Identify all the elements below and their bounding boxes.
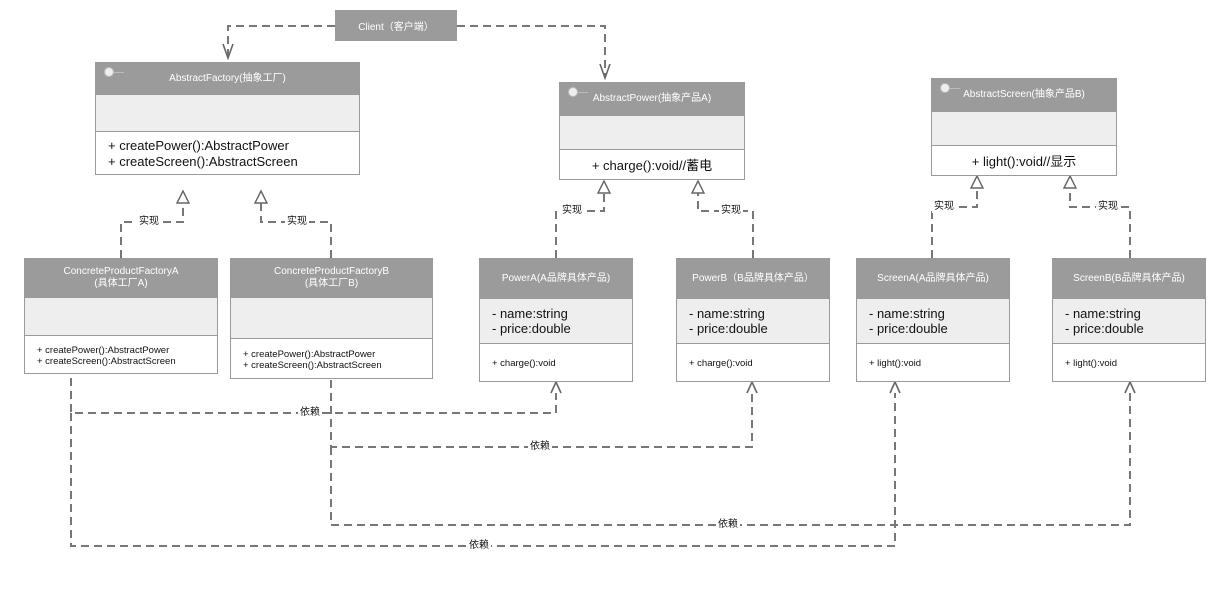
triangle-factoryB: [253, 189, 269, 204]
concrete-factory-b-class[interactable]: ConcreteProductFactoryB (具体工厂B) + create…: [230, 258, 433, 379]
class-title: ConcreteProductFactoryB: [273, 266, 390, 277]
client-node[interactable]: Client（客户端）: [335, 10, 457, 41]
class-toggle-icon: [568, 87, 588, 97]
depend-label: 依赖: [298, 407, 322, 419]
operations-section: + light():void: [1053, 344, 1205, 383]
operation: + charge():void: [689, 358, 753, 369]
attributes-section: - name:string - price:double: [677, 298, 829, 344]
operation: + createPower():AbstractPower: [37, 344, 170, 356]
factoryB-to-screenB-dependency: [330, 393, 1131, 526]
abstract-factory-class[interactable]: AbstractFactory(抽象工厂) + createPower():Ab…: [95, 62, 360, 175]
screenB-realize-link: [1069, 188, 1131, 258]
attributes-section: [25, 297, 217, 336]
operation: + charge():void: [492, 358, 556, 369]
attributes-section: [932, 111, 1116, 146]
operation: + light():void: [869, 358, 922, 369]
realize-label: 实现: [1096, 201, 1120, 213]
class-title: ConcreteProductFactoryA: [63, 266, 179, 277]
attribute: - price:double: [869, 321, 948, 336]
factoryB-realize-link: [260, 203, 332, 258]
operation: + createPower():AbstractPower: [243, 348, 376, 360]
class-toggle-icon: [940, 83, 960, 93]
triangle-powerB: [690, 179, 706, 194]
client-to-power-link: [457, 25, 606, 78]
triangle-factoryA: [175, 189, 191, 204]
class-title: AbstractScreen(抽象产品B): [963, 89, 1085, 100]
class-title: PowerA(A品牌具体产品): [501, 272, 611, 284]
screen-a-class[interactable]: ScreenA(A品牌具体产品) - name:string - price:d…: [856, 258, 1010, 382]
client-to-factory-link: [227, 25, 335, 58]
class-title: AbstractPower(抽象产品A): [592, 93, 712, 104]
attribute: - price:double: [689, 321, 768, 336]
powerA-realize-link: [555, 193, 605, 258]
class-title: AbstractFactory(抽象工厂): [169, 72, 286, 84]
operations-section: + createPower():AbstractPower + createSc…: [96, 132, 359, 176]
operations-section: + createPower():AbstractPower + createSc…: [25, 336, 217, 375]
triangle-screenA: [969, 174, 985, 189]
arrowhead-dep-screenA: [889, 380, 901, 394]
attributes-section: - name:string - price:double: [480, 298, 632, 344]
attributes-section: [231, 297, 432, 339]
realize-label: 实现: [719, 205, 743, 217]
class-subtitle: (具体工厂B): [304, 278, 359, 289]
attribute: - name:string: [689, 306, 765, 321]
class-title: PowerB（B品牌具体产品）: [692, 272, 814, 284]
operation: + createPower():AbstractPower: [108, 138, 289, 153]
operation: + light():void//显示: [971, 153, 1077, 169]
attribute: - name:string: [1065, 306, 1141, 321]
powerB-realize-link: [697, 193, 754, 258]
realize-label: 实现: [560, 205, 584, 217]
attribute: - price:double: [492, 321, 571, 336]
operations-section: + charge():void//蓄电: [560, 150, 744, 181]
abstract-screen-class[interactable]: AbstractScreen(抽象产品B) + light():void//显示: [931, 78, 1117, 176]
operations-section: + light():void//显示: [932, 146, 1116, 177]
attribute: - price:double: [1065, 321, 1144, 336]
class-title: ScreenB(B品牌具体产品): [1073, 272, 1185, 284]
screenA-realize-link: [931, 188, 978, 258]
depend-label: 依赖: [467, 540, 491, 552]
operation: + light():void: [1065, 358, 1118, 369]
attributes-section: - name:string - price:double: [1053, 298, 1205, 344]
factoryA-to-screenA-dependency: [70, 393, 896, 547]
arrowhead-dep-powerB: [746, 380, 758, 394]
arrowhead-power: [599, 63, 611, 81]
realize-label: 实现: [932, 201, 956, 213]
operations-section: + light():void: [857, 344, 1009, 383]
arrowhead-factory: [222, 43, 234, 61]
class-subtitle: (具体工厂A): [94, 278, 148, 289]
triangle-powerA: [596, 179, 612, 194]
abstract-power-class[interactable]: AbstractPower(抽象产品A) + charge():void//蓄电: [559, 82, 745, 180]
realize-label: 实现: [137, 216, 161, 228]
attribute: - name:string: [492, 306, 568, 321]
realize-label: 实现: [285, 216, 309, 228]
factoryA-realize-link: [120, 203, 184, 258]
operation: + createScreen():AbstractScreen: [37, 355, 176, 367]
arrowhead-dep-powerA: [550, 380, 562, 394]
attributes-section: [96, 94, 359, 132]
class-title: ScreenA(A品牌具体产品): [877, 272, 989, 284]
depend-label: 依赖: [716, 519, 740, 531]
concrete-factory-a-class[interactable]: ConcreteProductFactoryA (具体工厂A) + create…: [24, 258, 218, 374]
operations-section: + charge():void: [677, 344, 829, 383]
operations-section: + createPower():AbstractPower + createSc…: [231, 339, 432, 380]
operation: + createScreen():AbstractScreen: [108, 154, 298, 169]
triangle-screenB: [1062, 174, 1078, 189]
operation: + createScreen():AbstractScreen: [243, 359, 382, 371]
power-a-class[interactable]: PowerA(A品牌具体产品) - name:string - price:do…: [479, 258, 633, 382]
operation: + charge():void//蓄电: [591, 157, 713, 173]
screen-b-class[interactable]: ScreenB(B品牌具体产品) - name:string - price:d…: [1052, 258, 1206, 382]
arrowhead-dep-screenB: [1124, 380, 1136, 394]
class-toggle-icon: [104, 67, 124, 77]
attributes-section: - name:string - price:double: [857, 298, 1009, 344]
attribute: - name:string: [869, 306, 945, 321]
operations-section: + charge():void: [480, 344, 632, 383]
depend-label: 依赖: [528, 441, 552, 453]
attributes-section: [560, 115, 744, 150]
power-b-class[interactable]: PowerB（B品牌具体产品） - name:string - price:do…: [676, 258, 830, 382]
